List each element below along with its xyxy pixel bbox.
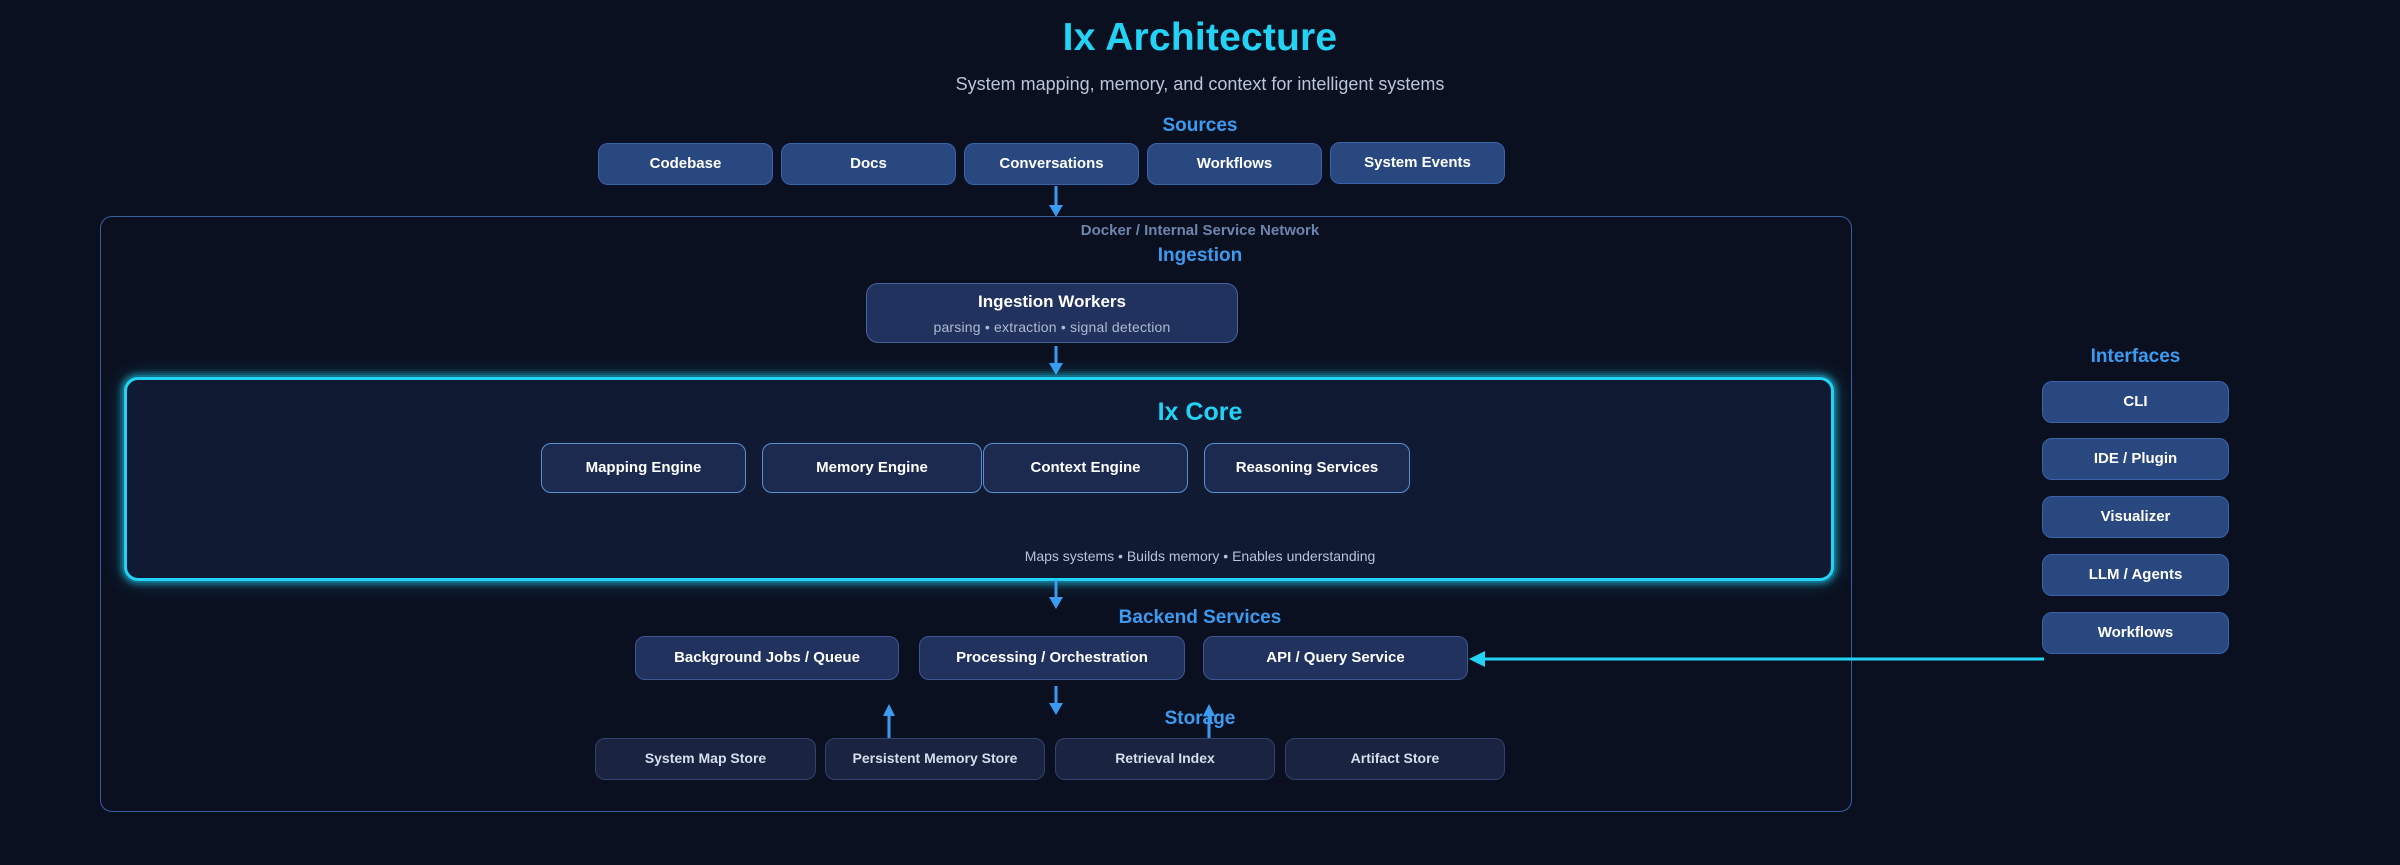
storage-label: Artifact Store bbox=[1350, 750, 1440, 767]
arrow-storage-to-backend-left bbox=[876, 703, 902, 741]
arrow-ingestion-to-core bbox=[1040, 346, 1072, 376]
source-node-codebase[interactable]: Codebase bbox=[598, 143, 773, 185]
ix-core-title: Ix Core bbox=[1157, 398, 1243, 426]
backend-label: Processing / Orchestration bbox=[956, 648, 1148, 666]
backend-label: Background Jobs / Queue bbox=[674, 648, 860, 666]
interface-node-llm-agents[interactable]: LLM / Agents bbox=[2042, 554, 2229, 596]
arrow-core-to-backend bbox=[1040, 580, 1072, 610]
backend-node-jobs[interactable]: Background Jobs / Queue bbox=[635, 636, 899, 680]
arrow-sources-to-ingestion bbox=[1040, 186, 1072, 218]
source-label: System Events bbox=[1364, 153, 1471, 171]
engine-label: Memory Engine bbox=[816, 458, 928, 476]
engine-node-reasoning[interactable]: Reasoning Services bbox=[1204, 443, 1410, 493]
backend-label: API / Query Service bbox=[1266, 648, 1405, 666]
ingestion-workers-node[interactable]: Ingestion Workers parsing • extraction •… bbox=[866, 283, 1238, 343]
source-label: Conversations bbox=[999, 154, 1104, 172]
ingestion-workers-label: Ingestion Workers bbox=[978, 291, 1126, 311]
interface-label: CLI bbox=[2123, 392, 2148, 410]
backend-node-api[interactable]: API / Query Service bbox=[1203, 636, 1468, 680]
arrow-backend-to-storage bbox=[1040, 686, 1072, 716]
engine-node-context[interactable]: Context Engine bbox=[983, 443, 1188, 493]
source-label: Workflows bbox=[1196, 154, 1273, 172]
interface-label: LLM / Agents bbox=[2088, 565, 2183, 583]
storage-label: Retrieval Index bbox=[1115, 750, 1215, 767]
page-subtitle: System mapping, memory, and context for … bbox=[955, 74, 1445, 94]
ingestion-heading: Ingestion bbox=[1157, 245, 1243, 266]
arrow-interfaces-to-api bbox=[1468, 646, 2044, 672]
storage-label: Persistent Memory Store bbox=[852, 750, 1018, 767]
interface-node-cli[interactable]: CLI bbox=[2042, 381, 2229, 423]
source-node-conversations[interactable]: Conversations bbox=[964, 143, 1139, 185]
interface-node-ide-plugin[interactable]: IDE / Plugin bbox=[2042, 438, 2229, 480]
interface-label: Visualizer bbox=[2100, 507, 2171, 525]
source-node-docs[interactable]: Docs bbox=[781, 143, 956, 185]
engine-node-memory[interactable]: Memory Engine bbox=[762, 443, 982, 493]
interface-label: Workflows bbox=[2097, 623, 2174, 641]
storage-node-artifact[interactable]: Artifact Store bbox=[1285, 738, 1505, 780]
storage-heading: Storage bbox=[1164, 708, 1236, 729]
sources-heading: Sources bbox=[1162, 115, 1238, 136]
source-label: Docs bbox=[850, 154, 887, 172]
source-label: Codebase bbox=[649, 154, 722, 172]
engine-label: Mapping Engine bbox=[585, 458, 702, 476]
ix-core-footer: Maps systems • Builds memory • Enables u… bbox=[1024, 548, 1376, 564]
storage-node-retrieval-index[interactable]: Retrieval Index bbox=[1055, 738, 1275, 780]
ingestion-workers-sub: parsing • extraction • signal detection bbox=[933, 319, 1171, 336]
interface-label: IDE / Plugin bbox=[2093, 449, 2178, 467]
engine-label: Context Engine bbox=[1030, 458, 1141, 476]
docker-container-label: Docker / Internal Service Network bbox=[1080, 222, 1320, 239]
docker-container bbox=[100, 216, 1852, 812]
storage-node-persistent-memory[interactable]: Persistent Memory Store bbox=[825, 738, 1045, 780]
storage-label: System Map Store bbox=[644, 750, 767, 767]
storage-node-system-map[interactable]: System Map Store bbox=[595, 738, 816, 780]
page-title: Ix Architecture bbox=[1062, 16, 1338, 59]
backend-node-processing[interactable]: Processing / Orchestration bbox=[919, 636, 1185, 680]
interface-node-visualizer[interactable]: Visualizer bbox=[2042, 496, 2229, 538]
backend-heading: Backend Services bbox=[1118, 607, 1282, 628]
arrow-storage-to-backend-right bbox=[1196, 703, 1222, 741]
engine-label: Reasoning Services bbox=[1235, 458, 1379, 476]
interface-node-workflows[interactable]: Workflows bbox=[2042, 612, 2229, 654]
source-node-system-events[interactable]: System Events bbox=[1330, 142, 1505, 184]
source-node-workflows[interactable]: Workflows bbox=[1147, 143, 1322, 185]
engine-node-mapping[interactable]: Mapping Engine bbox=[541, 443, 746, 493]
interfaces-heading: Interfaces bbox=[2090, 346, 2181, 367]
